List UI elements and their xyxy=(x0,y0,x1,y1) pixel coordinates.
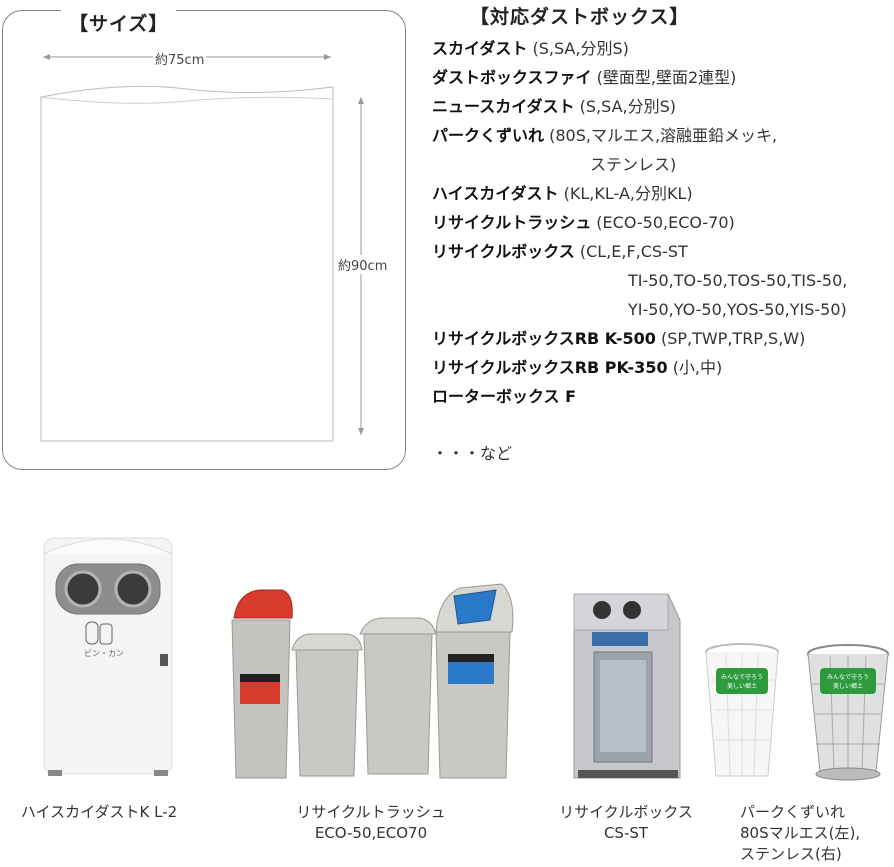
list-item: リサイクルボックス (CL,E,F,CS-ST TI-50,TO-50,TOS-… xyxy=(432,242,848,319)
size-panel: 【サイズ】 約75cm 約90cm xyxy=(2,9,406,470)
compat-list: スカイダスト (S,SA,分別S) ダストボックスファイ (壁面型,壁面2連型)… xyxy=(432,34,892,411)
product-image-hisky-dust: ビン・カン xyxy=(43,537,173,776)
product-caption: ハイスカイダストK L-2 xyxy=(20,803,178,821)
list-item: リサイクルトラッシュ (ECO-50,ECO-70) xyxy=(432,213,735,232)
list-item: ダストボックスファイ (壁面型,壁面2連型) xyxy=(432,68,737,87)
sign-text: みんなで守ろう xyxy=(827,673,869,681)
sign-text: 美しい郷土 xyxy=(833,682,863,690)
width-label: 約75cm xyxy=(153,49,207,68)
list-item: パークくずいれ (80S,マルエス,溶融亜鉛メッキ, ステンレス) xyxy=(432,126,778,174)
list-item: ハイスカイダスト (KL,KL-A,分別KL) xyxy=(432,184,693,203)
etc-text: ・・・など xyxy=(432,444,513,463)
bag-diagram xyxy=(40,54,364,442)
bottle-can-icon xyxy=(85,621,113,645)
product-caption: パークくずいれ 80Sマルエス(左), ステンレス(右) xyxy=(740,803,861,863)
product-caption: リサイクルボックス CS-ST xyxy=(559,803,693,842)
product-image-recycle-trash xyxy=(231,583,514,779)
list-item: ニュースカイダスト (S,SA,分別S) xyxy=(432,97,677,116)
sign-text: みんなで守ろう xyxy=(721,673,763,681)
compat-title: 【対応ダストボックス】 xyxy=(470,6,690,28)
size-title: 【サイズ】 xyxy=(61,9,177,36)
list-item: スカイダスト (S,SA,分別S) xyxy=(432,39,629,58)
sign-text: 美しい郷土 xyxy=(727,682,757,690)
list-item: ローターボックス F xyxy=(432,387,577,406)
bin-label-text: ビン・カン xyxy=(84,649,124,658)
height-label: 約90cm xyxy=(336,255,390,274)
product-image-recycle-box xyxy=(573,593,681,779)
list-item: リサイクルボックスRB PK-350 (小,中) xyxy=(432,358,723,377)
list-item: リサイクルボックスRB K-500 (SP,TWP,TRP,S,W) xyxy=(432,329,806,348)
product-image-park-bin: みんなで守ろう 美しい郷土 みんなで守ろう 美しい郷土 xyxy=(705,643,889,781)
product-caption: リサイクルトラッシュ ECO-50,ECO70 xyxy=(296,803,446,842)
